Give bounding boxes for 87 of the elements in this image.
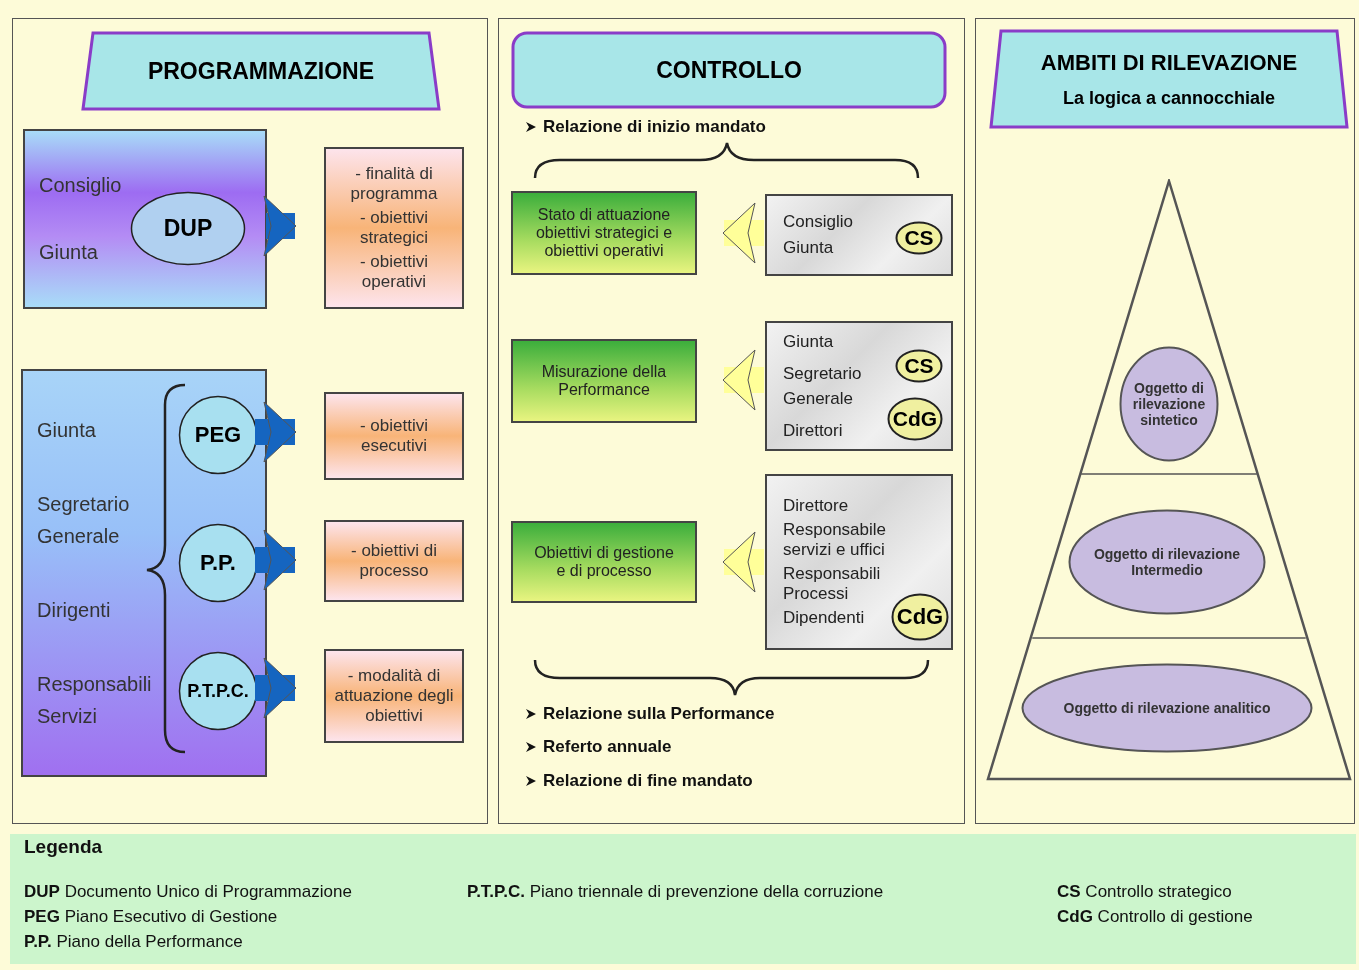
block-arrow [255, 401, 297, 463]
actor-box [21, 369, 267, 777]
actor-name: Segretario Generale [37, 492, 131, 549]
acronym-circle [178, 395, 258, 475]
objective-box [324, 520, 464, 602]
acronym: CS [904, 226, 934, 250]
actor-name: Direttori [783, 419, 844, 442]
result-text: Obiettivi di gestione e di processo [533, 544, 675, 580]
acronym: CS [904, 354, 934, 378]
panel-frame [12, 18, 488, 824]
objective-text: - finalità di programma [349, 164, 439, 204]
report-item: Relazione di fine mandato [543, 771, 753, 791]
legend-entry: CS Controllo strategico [1057, 882, 1232, 901]
acronym: DUP [163, 215, 213, 242]
objective-text: - obiettivi esecutivi [359, 416, 429, 456]
header-title: CONTROLLO [656, 56, 802, 84]
legend-entry: PEG Piano Esecutivo di Gestione [24, 907, 278, 926]
actor-name: Dirigenti [37, 598, 112, 623]
acronym-ellipse [891, 593, 949, 641]
acronym-circle [178, 523, 258, 603]
actor-box [23, 129, 267, 309]
block-arrow [722, 531, 764, 593]
result-box [511, 521, 697, 603]
pyramid-triangle [986, 179, 1352, 781]
level-ellipse [1068, 509, 1266, 615]
actor-name: Giunta [37, 418, 97, 443]
objective-text: - modalità di attuazione degli obiettivi [334, 666, 454, 726]
objective-box [324, 392, 464, 480]
actor-name: Consiglio [39, 174, 123, 197]
header-banner [989, 29, 1349, 129]
header-banner [81, 31, 441, 111]
acronym-ellipse [130, 191, 246, 266]
result-box [511, 191, 697, 275]
header-subtitle: La logica a cannocchiale [1062, 87, 1276, 109]
objective-text: - obiettivi operativi [359, 252, 429, 292]
actor-name: Consiglio [783, 212, 854, 232]
legend-entry: P.T.P.C. Piano triennale di prevenzione della corruzione [467, 882, 884, 901]
actor-name: Dipendenti [783, 608, 866, 628]
block-arrow [722, 349, 764, 411]
panel-frame [498, 18, 965, 824]
objective-text: - obiettivi di processo [350, 541, 438, 581]
panel-frame [975, 18, 1355, 824]
actor-name: Responsabili Servizi [37, 672, 153, 729]
level-text: Oggetto di rilevazione Intermedio [1092, 546, 1242, 578]
level-ellipse [1021, 663, 1313, 753]
block-arrow [255, 529, 297, 591]
objective-box [324, 147, 464, 309]
actor-box [765, 321, 953, 451]
acronym-circle [178, 651, 258, 731]
objective-box [324, 649, 464, 743]
header-title: PROGRAMMAZIONE [147, 57, 375, 85]
actor-name: Giunta [783, 238, 835, 258]
acronym-ellipse [895, 221, 943, 255]
result-text: Stato di attuazione obiettivi strategici e obiettivi operativi [534, 206, 674, 260]
report-item: Relazione sulla Performance [543, 704, 775, 724]
report-item: Relazione di inizio mandato [543, 117, 766, 137]
actor-name: Responsabili Processi [783, 564, 882, 604]
acronym: CdG [896, 604, 944, 630]
legend-entry: P.P. Piano della Performance [24, 932, 243, 951]
actor-box [765, 474, 953, 650]
report-item: Referto annuale [543, 737, 672, 757]
result-text: Misurazione della Performance [540, 363, 668, 399]
actor-box [765, 194, 953, 276]
acronym: P.T.P.C. [187, 680, 249, 702]
acronym: P.P. [200, 550, 236, 576]
header-banner [511, 31, 947, 109]
actor-name: Giunta [783, 331, 835, 353]
level-ellipse [1119, 346, 1219, 462]
objective-text: - obiettivi strategici [359, 208, 429, 248]
actor-name: Segretario Generale [783, 362, 863, 410]
legend-title: Legenda [24, 836, 103, 857]
legend-entry: CdG Controllo di gestione [1057, 907, 1253, 926]
result-box [511, 339, 697, 423]
actor-name: Giunta [39, 241, 99, 264]
legend-entry: DUP Documento Unico di Programmazione [24, 882, 352, 901]
acronym: CdG [892, 407, 938, 431]
actor-name: Responsabile servizi e uffici [783, 520, 887, 560]
actor-name: Direttore [783, 496, 850, 516]
header-title: AMBITI DI RILEVAZIONE [1040, 49, 1298, 76]
acronym-ellipse [887, 397, 943, 441]
block-arrow [722, 202, 764, 264]
level-text: Oggetto di rilevazione analitico [1063, 700, 1271, 716]
acronym: PEG [194, 422, 242, 448]
acronym-ellipse [895, 349, 943, 383]
block-arrow [263, 195, 297, 257]
block-arrow [255, 657, 297, 719]
level-text: Oggetto di rilevazione sintetico [1131, 380, 1207, 428]
